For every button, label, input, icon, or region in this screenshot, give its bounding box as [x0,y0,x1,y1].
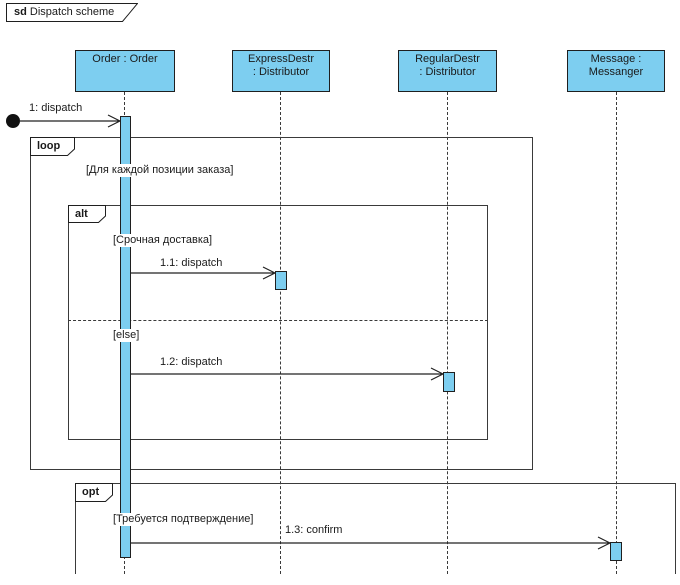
loop-fragment [30,137,533,470]
lifeline-regular-destr [447,92,448,574]
opt-guard: [Требуется подтверждение] [111,513,256,526]
diagram-title: sd Dispatch scheme [14,5,114,20]
message-1-3-label: 1.3: confirm [283,524,345,536]
alt-pentagon-shape [68,205,106,223]
lifeline-message [616,92,617,574]
loop-guard: [Для каждой позиции заказа] [84,164,236,177]
message-1-1-arrow [131,266,276,280]
lifeline-label-regular-destr: RegularDestr : Distributor [415,53,480,78]
opt-operator-pentagon: opt [75,483,113,502]
lifeline-head-regular-destr: RegularDestr : Distributor [398,50,497,92]
lifeline-head-order: Order : Order [75,50,175,92]
loop-operator-label: loop [37,140,61,152]
lifeline-head-message: Message : Messanger [567,50,665,92]
lifeline-express-destr [280,92,281,574]
lifeline-label-express-destr: ExpressDestr : Distributor [247,53,315,78]
lifeline-label-message: Message : Messanger [588,53,644,78]
opt-pentagon-shape [75,483,113,502]
loop-pentagon-shape [30,137,75,156]
loop-operator-pentagon: loop [30,137,75,156]
frame-tab-shape [6,3,139,22]
opt-fragment [75,483,676,574]
frame-keyword: sd [14,6,27,18]
message-start-circle [6,114,20,128]
alt-separator [68,320,488,321]
diagram-title-tab: sd Dispatch scheme [6,3,139,22]
message-1-2-arrow [131,367,444,381]
activation-express-destr [275,271,287,290]
alt-fragment [68,205,488,440]
lifeline-head-express-destr: ExpressDestr : Distributor [232,50,330,92]
lifeline-label-order: Order : Order [92,53,158,65]
alt-guard: [Срочная доставка] [111,234,215,247]
frame-name: Dispatch scheme [29,6,115,18]
activation-regular-destr [443,372,455,392]
message-1-arrow [20,114,121,128]
message-1-3-arrow [131,536,611,550]
alt-operator-label: alt [75,208,88,220]
alt-else-guard: [else] [111,329,142,342]
opt-operator-label: opt [82,486,100,498]
message-1-1-label: 1.1: dispatch [158,257,225,269]
alt-operator-pentagon: alt [68,205,106,223]
message-1-label: 1: dispatch [27,102,85,114]
activation-message [610,542,622,561]
message-1-2-label: 1.2: dispatch [158,356,225,368]
